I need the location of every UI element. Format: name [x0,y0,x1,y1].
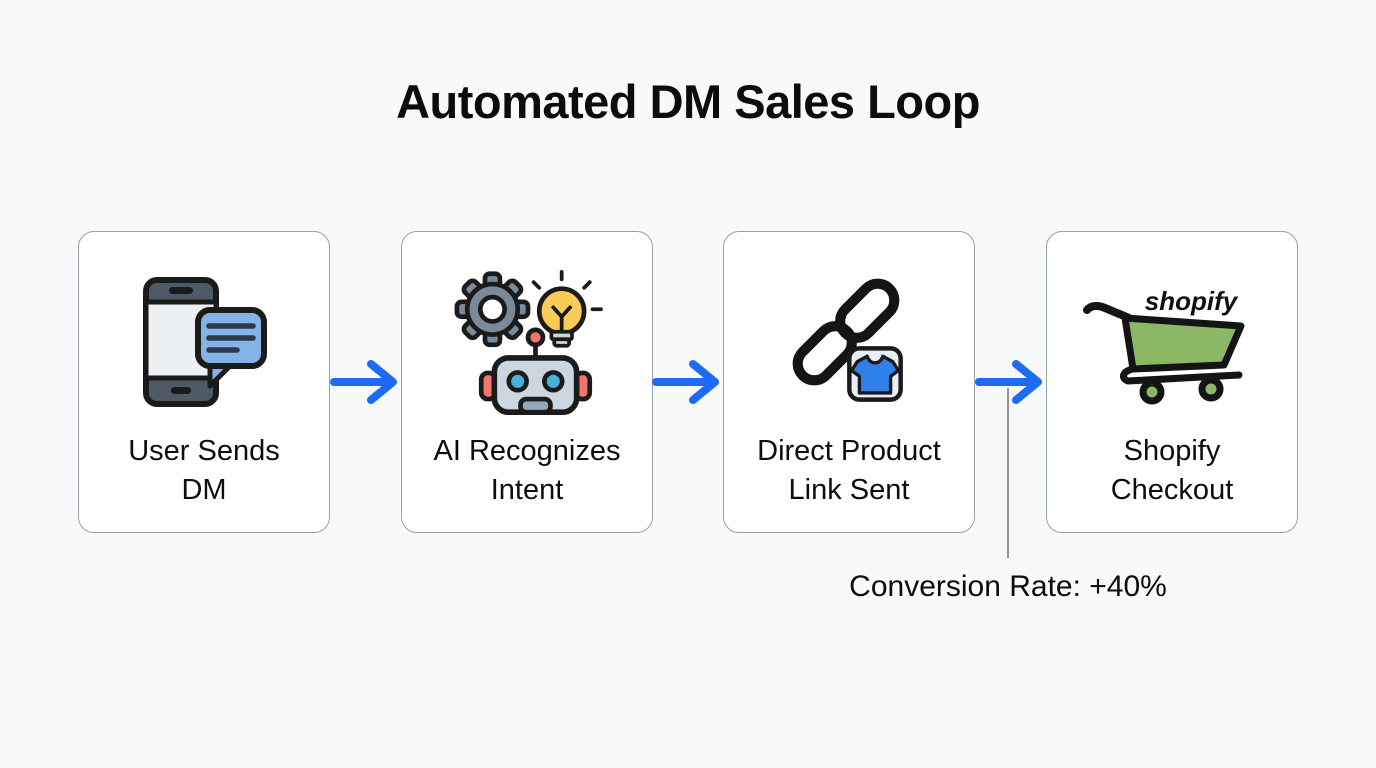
step-label-shopify-checkout: Shopify Checkout [1047,432,1297,510]
step-label-line: Link Sent [788,473,910,506]
step-box-ai-recognizes-intent: AI Recognizes Intent [401,231,653,533]
step-label-ai-recognizes-intent: AI Recognizes Intent [402,432,652,510]
step-label-line: DM [181,473,227,506]
chain-link-icon [792,278,900,386]
step-label-line: User Sends [128,434,280,467]
phone-dm-icon [140,276,290,408]
product-link-icon [770,272,930,432]
flow-arrow-2 [652,360,719,404]
conversion-rate-annotation: Conversion Rate: +40% [849,570,1167,603]
step-box-user-sends-dm: User Sends DM [78,231,330,533]
step-label-line: Checkout [1110,473,1234,506]
flow-arrow-1 [330,360,397,404]
annotation-connector-line [1007,388,1009,558]
step-label-direct-product-link: Direct Product Link Sent [724,432,974,510]
shopify-cart-icon: shopify [1073,284,1273,405]
lightbulb-icon [531,269,603,348]
page-title: Automated DM Sales Loop [396,75,980,128]
step-label-line: Intent [490,473,564,506]
step-label-line: Shopify [1123,434,1221,467]
step-label-line: Direct Product [757,434,941,467]
shopify-wordmark: shopify [1145,286,1239,316]
step-label-user-sends-dm: User Sends DM [79,432,329,510]
step-box-direct-product-link: Direct Product Link Sent [723,231,975,533]
gear-icon [454,271,531,348]
step-label-line: AI Recognizes [433,434,621,467]
flow-arrow-3 [975,360,1042,404]
ai-robot-icon [453,269,603,415]
tshirt-badge-icon [847,346,903,402]
step-box-shopify-checkout: shopify Shopify Checkout [1046,231,1298,533]
